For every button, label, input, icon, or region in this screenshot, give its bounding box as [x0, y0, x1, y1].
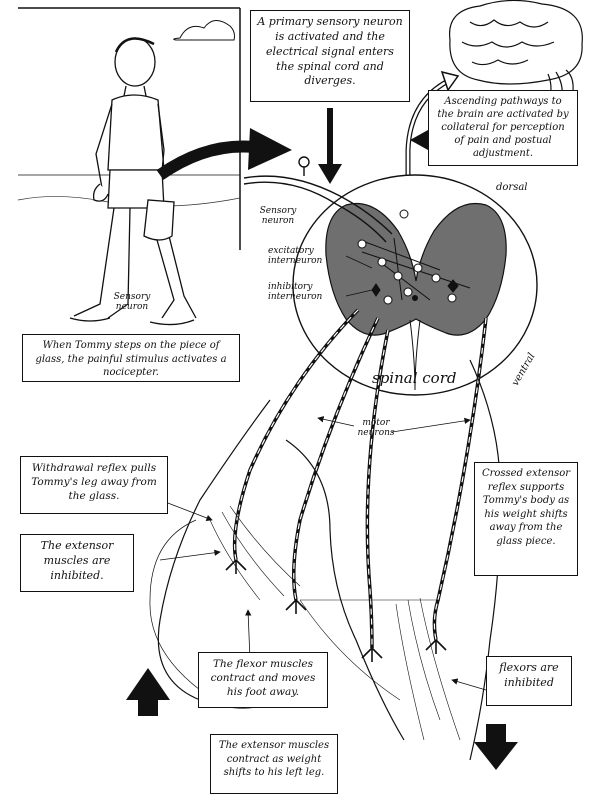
sensory-neuron-leg-label: Sensory neuron	[112, 292, 152, 313]
big-arrow-shaft	[160, 147, 262, 175]
tommy-figure-icon	[70, 38, 196, 325]
extensor-inhibited-box: The extensor muscles are inhibited.	[20, 534, 134, 592]
down-arrow-icon	[474, 724, 518, 770]
left-arrow-icon	[410, 130, 428, 150]
withdrawal-reflex-box: Withdrawal reflex pulls Tommy's leg away…	[20, 456, 168, 514]
excitatory-interneuron-label: excitatory interneuron	[268, 246, 342, 267]
spinal-cord-label: spinal cord	[372, 370, 456, 387]
tommy-steps-box: When Tommy steps on the piece of glass, …	[22, 334, 240, 382]
down-arrow-head-icon	[318, 164, 342, 184]
dorsal-label: dorsal	[496, 182, 528, 194]
big-arrow-head-icon	[248, 128, 292, 170]
motor-neurons-label: motor neurons	[356, 418, 396, 439]
cloud-icon	[174, 20, 235, 40]
inhibitory-interneuron-label: inhibitory interneuron	[268, 282, 342, 303]
motor-end-plates	[226, 560, 446, 662]
bucket-icon	[144, 200, 174, 240]
up-arrow-icon	[126, 668, 170, 716]
sensory-neuron-label: Sensory neuron	[256, 206, 300, 227]
ascending-pathways-box: Ascending pathways to the brain are acti…	[428, 90, 578, 166]
extensor-contract-box: The extensor muscles contract as weight …	[210, 734, 338, 794]
primary-sensory-neuron-box: A primary sensory neuron is activated an…	[250, 10, 410, 102]
flexor-contract-box: The flexor muscles contract and moves hi…	[198, 652, 328, 708]
ascending-arrow-head-icon	[442, 72, 458, 90]
crossed-extensor-box: Crossed extensor reflex supports Tommy's…	[474, 462, 578, 576]
flexors-inhibited-box: flexors are inhibited	[486, 656, 572, 706]
